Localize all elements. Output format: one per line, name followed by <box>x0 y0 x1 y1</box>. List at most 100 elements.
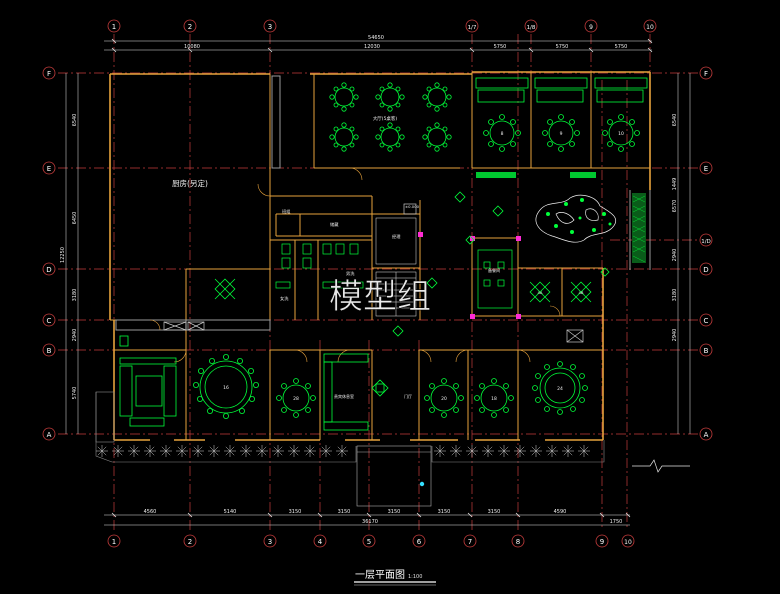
room-label-storage: 储藏 <box>330 221 339 228</box>
dim-right-seg: 2940 <box>672 249 678 262</box>
rock-garden <box>535 194 617 243</box>
room-label-toilet-m: 男洗 <box>346 270 355 277</box>
axis-label: F <box>47 70 51 78</box>
shrub-icon <box>288 445 300 457</box>
square-table <box>214 278 236 300</box>
dim-right-seg: 6570 <box>672 200 678 213</box>
shrub-icon <box>466 445 478 457</box>
axis-bubble-bottom-6: 6 <box>412 534 426 548</box>
dim-right-seg: 3180 <box>672 289 678 302</box>
dim-top-seg: 10080 <box>184 44 200 50</box>
axis-label: 10 <box>646 24 654 31</box>
axis-bubble-top-1-8: 1/8 <box>524 19 538 33</box>
shrub-icon <box>304 445 316 457</box>
interior-walls <box>110 72 650 440</box>
shrub-icon <box>128 445 140 457</box>
axis-bubble-left-D: D <box>42 262 56 276</box>
banquet-table-right <box>532 361 588 415</box>
shrub-icon <box>320 445 332 457</box>
axis-bubble-bottom-5: 5 <box>362 534 376 548</box>
table-label: 16 <box>223 385 229 391</box>
shrub-icon <box>144 445 156 457</box>
table-label: 9 <box>560 131 563 137</box>
staircase <box>375 217 417 317</box>
planting-strip <box>95 391 605 463</box>
shrub-icon <box>514 445 526 457</box>
axis-bubble-right-F: F <box>699 66 713 80</box>
dim-left-total: 12250 <box>60 247 66 263</box>
dim-bottom-seg: 3150 <box>438 509 451 515</box>
round-table <box>375 82 405 112</box>
axis-bubble-right-C: C <box>699 313 713 327</box>
axis-bubble-bottom-2: 2 <box>183 534 197 548</box>
shrub-icon <box>562 445 574 457</box>
axis-bubble-bottom-7: 7 <box>463 534 477 548</box>
axis-label: 1 <box>112 538 116 546</box>
axis-label: 1/7 <box>468 25 477 31</box>
axis-label: C <box>47 317 52 325</box>
dim-left-seg: 2940 <box>72 329 78 342</box>
table-label: 4A <box>537 290 542 295</box>
level-mark: ±0.000 <box>405 204 420 209</box>
wc-fixtures <box>275 243 364 289</box>
lobby-markers <box>392 191 610 337</box>
room-label-toilet-w: 女洗 <box>280 295 289 302</box>
dimension-texts: 54650 10080 12030 5750 5750 5750 4560 51… <box>144 35 628 525</box>
entrance-steps <box>356 445 432 507</box>
table-label: 18 <box>491 396 497 402</box>
dim-left-seg: 6450 <box>72 212 78 225</box>
dim-bottom-seg: 4590 <box>554 509 567 515</box>
axis-label: D <box>703 266 708 274</box>
dim-right-seg: 1449 <box>672 178 678 191</box>
axis-label: E <box>704 165 708 173</box>
planters <box>476 172 646 263</box>
dim-bottom-seg: 3150 <box>338 509 351 515</box>
crossed-boxes <box>163 203 584 343</box>
dim-bottom-total: 36170 <box>362 519 378 525</box>
shrub-icon <box>272 445 284 457</box>
dim-bottom-seg: 3150 <box>488 509 501 515</box>
axis-bubble-left-F: F <box>42 66 56 80</box>
banquet-table-left <box>192 353 259 419</box>
lounge-sofas <box>119 335 177 427</box>
room-label-kitchen: 厨房(另定) <box>172 178 208 188</box>
axis-label: A <box>704 431 709 439</box>
room-label-hall: 大厅(5桌客) <box>373 115 398 122</box>
shrub-icon <box>112 445 124 457</box>
shrub-icon <box>192 445 204 457</box>
round-table <box>483 114 521 152</box>
axis-label: 7 <box>468 538 472 546</box>
table-labels-upper: 8 9 10 <box>501 131 624 137</box>
axis-label: 6 <box>417 538 422 546</box>
shrub-icon <box>240 445 252 457</box>
shrub-icon <box>160 445 172 457</box>
break-mark <box>632 459 690 473</box>
shrub-icon <box>256 445 268 457</box>
doors <box>149 167 561 363</box>
axis-label: E <box>47 165 51 173</box>
medium-round-tables <box>276 378 514 418</box>
shrub-icon <box>208 445 220 457</box>
round-table <box>422 122 452 152</box>
axis-bubble-right-D: D <box>699 262 713 276</box>
shrub-icon <box>450 445 462 457</box>
dim-bottom-extra: 1750 <box>610 519 623 525</box>
dimension-lines <box>65 40 691 526</box>
axis-bubble-left-B: B <box>42 343 56 357</box>
room-label-service: 备餐间 <box>488 267 500 273</box>
axis-bubble-top-1-7: 1/7 <box>465 19 479 33</box>
dim-bottom-seg: 3150 <box>289 509 302 515</box>
axis-bubble-bottom-3: 3 <box>263 534 277 548</box>
axis-label: 9 <box>600 538 604 546</box>
round-table <box>602 114 640 152</box>
drawing-scale: 1:100 <box>408 574 422 580</box>
four-seat-labels: 4A 4B <box>537 290 583 295</box>
axis-bubble-left-C: C <box>42 313 56 327</box>
axis-bubble-top-9: 9 <box>584 19 598 33</box>
shrub-icon <box>96 445 108 457</box>
axis-bubble-right-A: A <box>699 427 713 441</box>
dim-top-total: 54650 <box>368 35 384 41</box>
axis-label: A <box>47 431 52 439</box>
axis-bubble-top-2: 2 <box>183 19 197 33</box>
dim-top-seg: 5750 <box>556 44 569 50</box>
